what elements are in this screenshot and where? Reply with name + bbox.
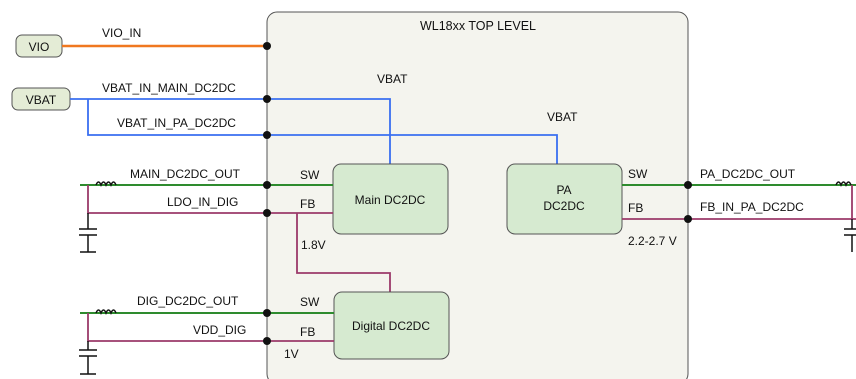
main-dc2dc-label: Main DC2DC [355,193,426,207]
dig-dc2dc-out-pin [263,309,271,317]
digital-dc2dc-label: Digital DC2DC [352,319,430,333]
main-fb-to-digital-wire [296,213,391,292]
digital-fb-pin-label: FB [300,325,315,339]
main-fb-pin-label: FB [300,197,315,211]
pa-dc2dc-label-line2: DC2DC [543,199,585,213]
vbat-in-main-pin [263,95,271,103]
top-level-chip [266,11,689,379]
main-dc2dc-out-net-label: MAIN_DC2DC_OUT [130,167,241,181]
pa-dc2dc-block [506,163,623,235]
dig-dc2dc-out-net-label: DIG_DC2DC_OUT [137,294,239,308]
pa-fb-pin-label: FB [628,201,643,215]
vbat-in-pa-pin [263,131,271,139]
vbat-wires [70,98,558,164]
vbat-rail-label-main: VBAT [377,72,408,86]
vbat-input-label: VBAT [26,93,57,107]
main-fb-voltage: 1.8V [301,238,326,252]
ldo-in-dig-pin [263,209,271,217]
digital-dc2dc-block [333,291,450,360]
pa-inductor-icon [835,181,852,187]
vbat-in-main-net-label: VBAT_IN_MAIN_DC2DC [102,81,236,95]
main-dc2dc-out-pin [263,181,271,189]
digital-fb-voltage: 1V [284,347,299,361]
main-dc2dc-block [332,163,449,235]
vio-in-net-label: VIO_IN [102,26,141,40]
main-sw-pin-label: SW [300,168,320,182]
vio-input-label: VIO [29,40,50,54]
main-inductor-icon [95,181,117,187]
vbat-in-pa-net-label: VBAT_IN_PA_DC2DC [117,116,236,130]
digital-capacitor-ground-icon [79,341,97,375]
main-capacitor-ground-icon [79,213,97,253]
vdd-dig-pin [263,337,271,345]
pa-dc2dc-out-net-label: PA_DC2DC_OUT [700,167,796,181]
chip-title: WL18xx TOP LEVEL [420,19,536,33]
fb-in-pa-net-label: FB_IN_PA_DC2DC [700,200,804,214]
fb-in-pa-pin [684,215,692,223]
pa-sw-pin-label: SW [628,167,648,181]
pa-dc2dc-label-line1: PA [556,183,571,197]
vdd-dig-net-label: VDD_DIG [193,323,246,337]
ldo-in-dig-net-label: LDO_IN_DIG [167,195,238,209]
digital-inductor-icon [95,309,117,315]
pa-dc2dc-out-pin [684,181,692,189]
digital-sw-pin-label: SW [300,295,320,309]
vbat-rail-label-pa: VBAT [547,110,578,124]
pa-capacitor-ground-icon [844,219,856,252]
pa-voltage-range: 2.2-2.7 V [628,234,677,248]
vio-in-pin [263,42,271,50]
